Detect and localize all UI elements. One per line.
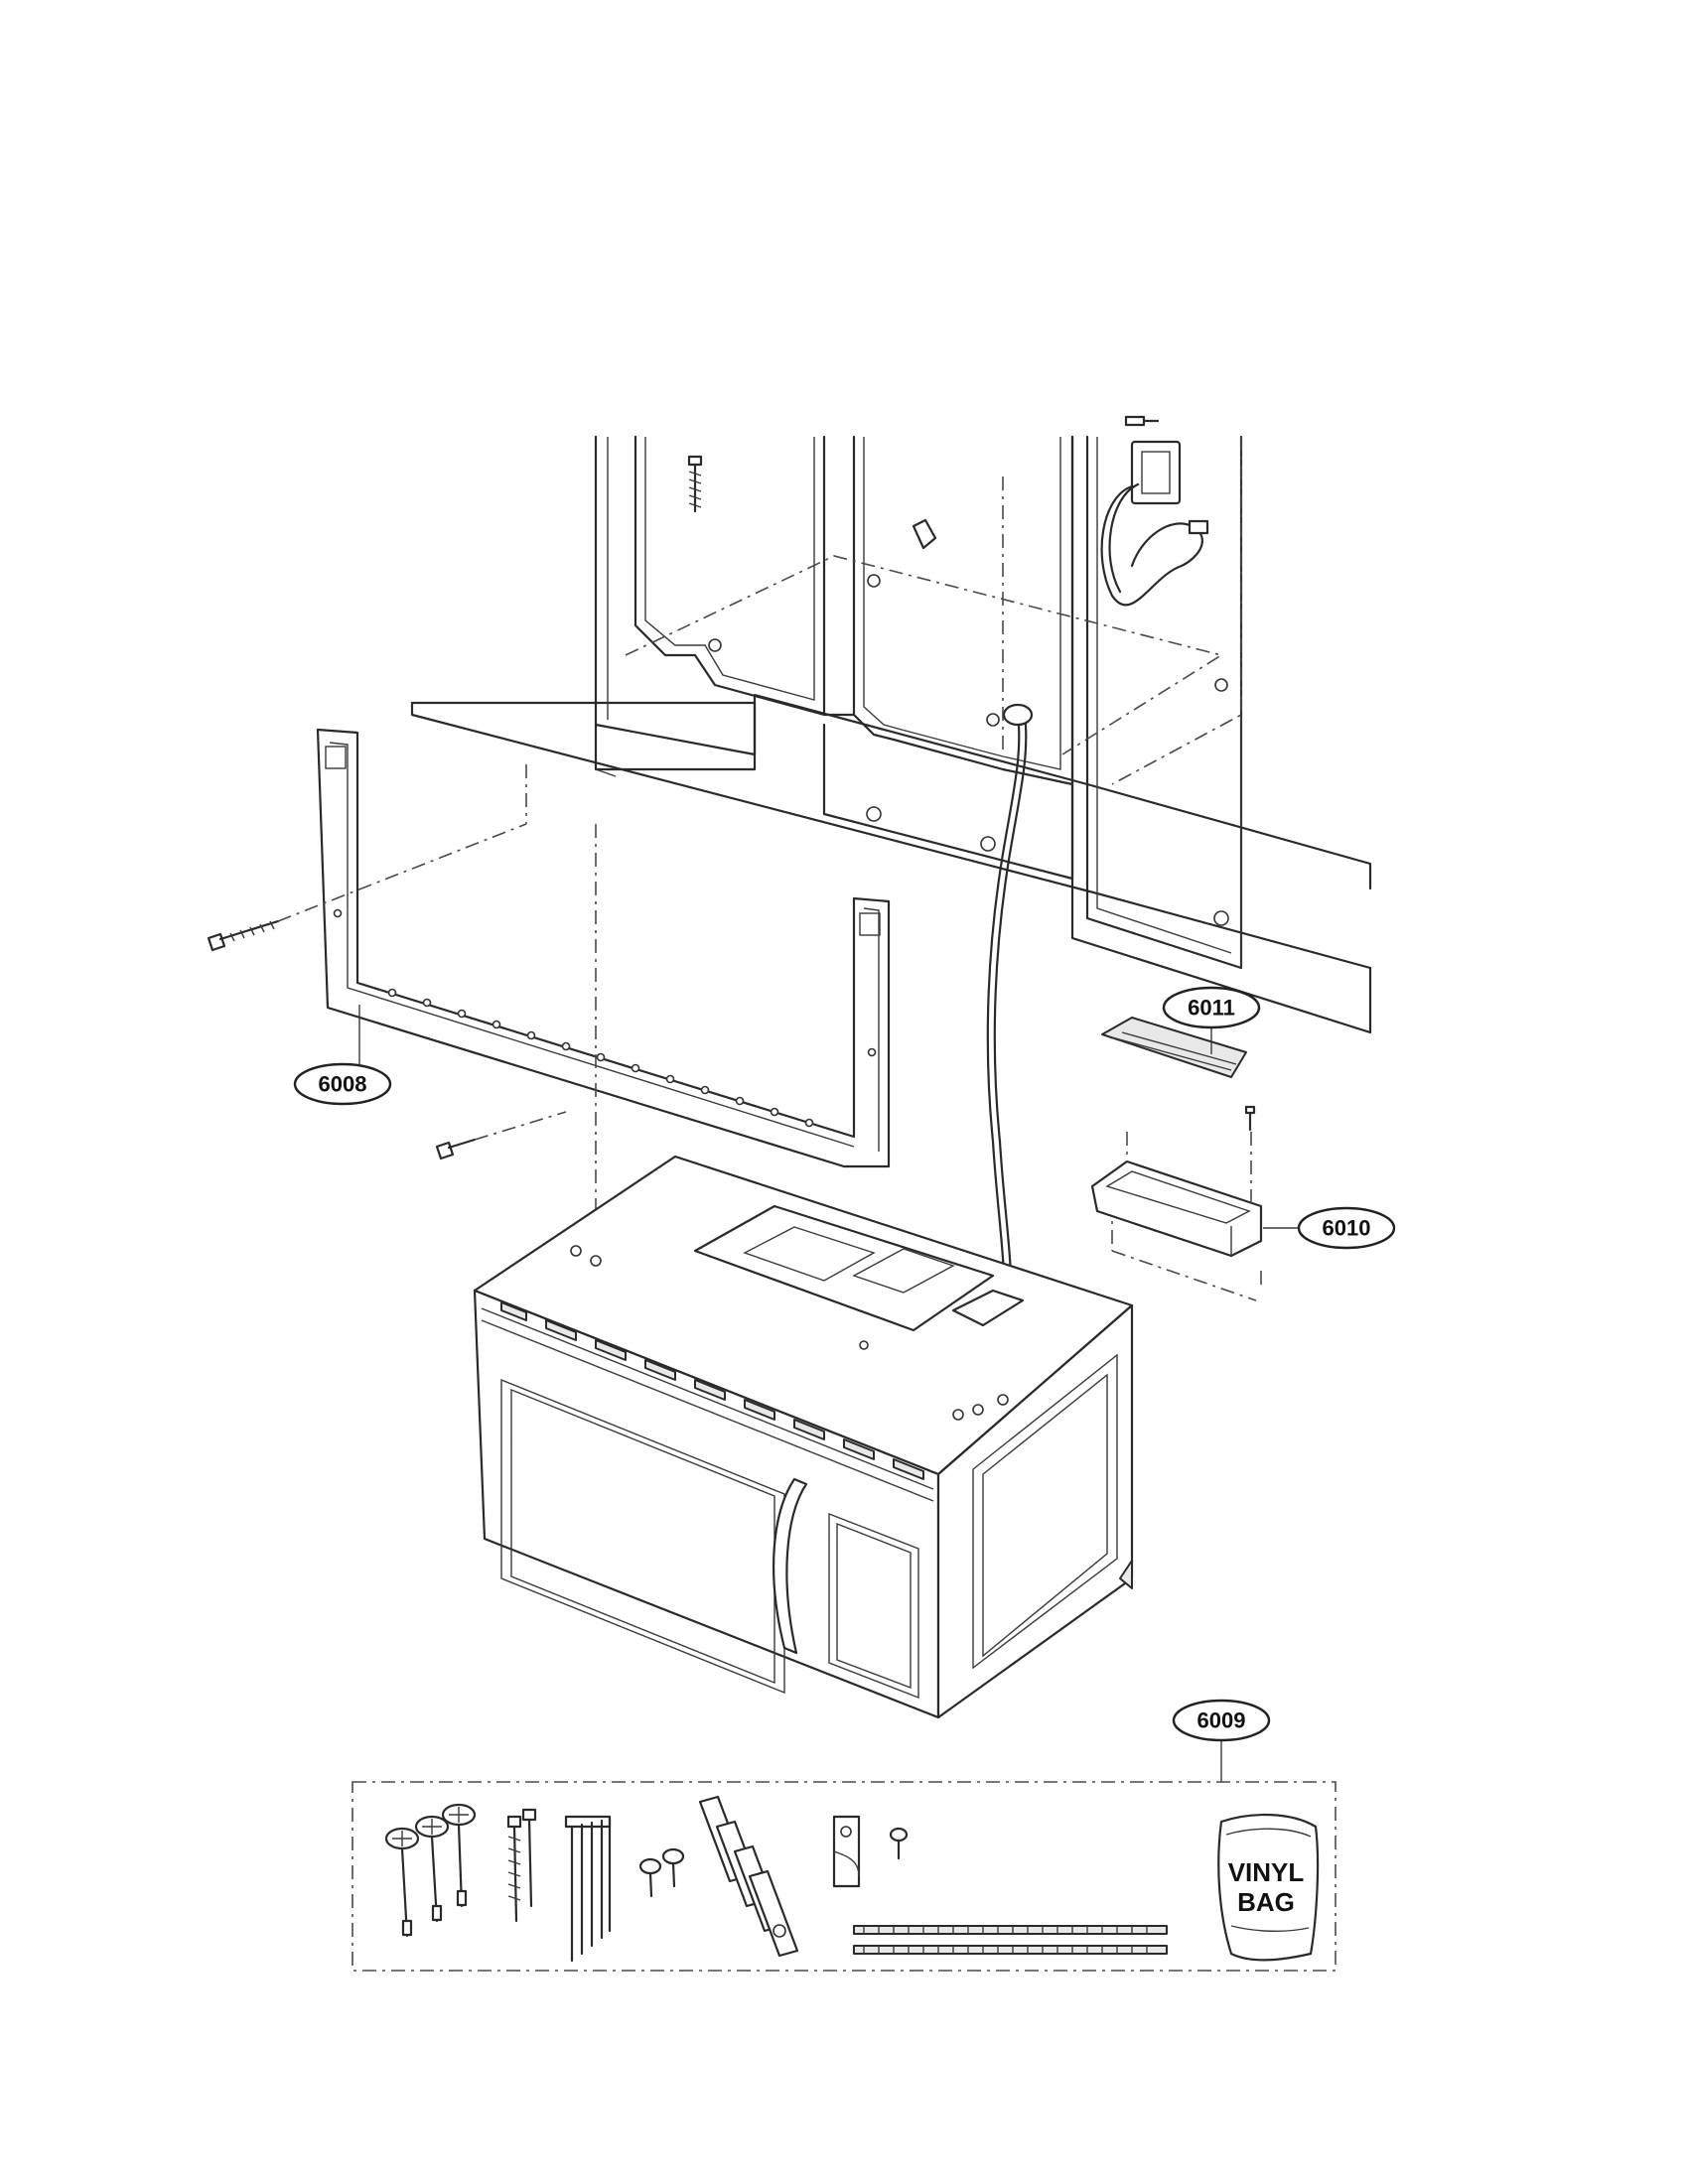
callout-6011: 6011 <box>1162 986 1261 1054</box>
grille-strips <box>853 1925 1168 1955</box>
top-vent <box>500 1301 924 1480</box>
part-6010-damper <box>1090 1132 1263 1301</box>
vinyl-bag: VINYL BAG <box>1217 1813 1320 1962</box>
cord-clamp <box>832 1815 909 1888</box>
control-panel <box>828 1512 919 1700</box>
microwave-oven <box>473 1155 1134 1719</box>
callout-6009: 6009 <box>1172 1699 1271 1782</box>
wall-screw-upper <box>207 823 527 952</box>
callout-6011-label: 6011 <box>1188 996 1235 1021</box>
door-handle <box>773 1477 808 1655</box>
mounting-plate <box>316 728 891 1168</box>
vinyl-bag-label-line1: VINYL <box>1228 1857 1305 1887</box>
callout-6010-label: 6010 <box>1323 1216 1371 1241</box>
top-damper-plate <box>693 1204 995 1332</box>
cabinet-screw-1 <box>1124 415 1160 427</box>
hardware-kit-border <box>352 1781 1336 1972</box>
wood-screws <box>506 1808 537 1923</box>
wall-outlet <box>1130 440 1182 505</box>
plate-holes <box>333 908 877 1128</box>
vinyl-bag-label-line2: BAG <box>1237 1887 1295 1917</box>
callout-6008-label: 6008 <box>319 1072 367 1097</box>
hardware-kit: VINYL BAG <box>352 1781 1336 1972</box>
machine-screws <box>638 1847 685 1898</box>
toggle-bolts <box>384 1803 477 1938</box>
cabinet-wedge <box>912 518 937 550</box>
upper-cabinets <box>410 415 1372 1034</box>
wall-screw-lower <box>435 1111 567 1160</box>
anchor-clips <box>698 1795 799 1958</box>
callout-6010: 6010 <box>1263 1206 1396 1250</box>
cabinet-screw-2 <box>687 455 703 513</box>
cord-plug <box>1188 519 1209 535</box>
part-6011-bracket <box>1101 1017 1256 1132</box>
power-cord <box>986 713 1021 1322</box>
long-screws <box>564 1815 612 1963</box>
callout-6008: 6008 <box>293 1005 392 1106</box>
callout-6009-label: 6009 <box>1197 1708 1246 1733</box>
